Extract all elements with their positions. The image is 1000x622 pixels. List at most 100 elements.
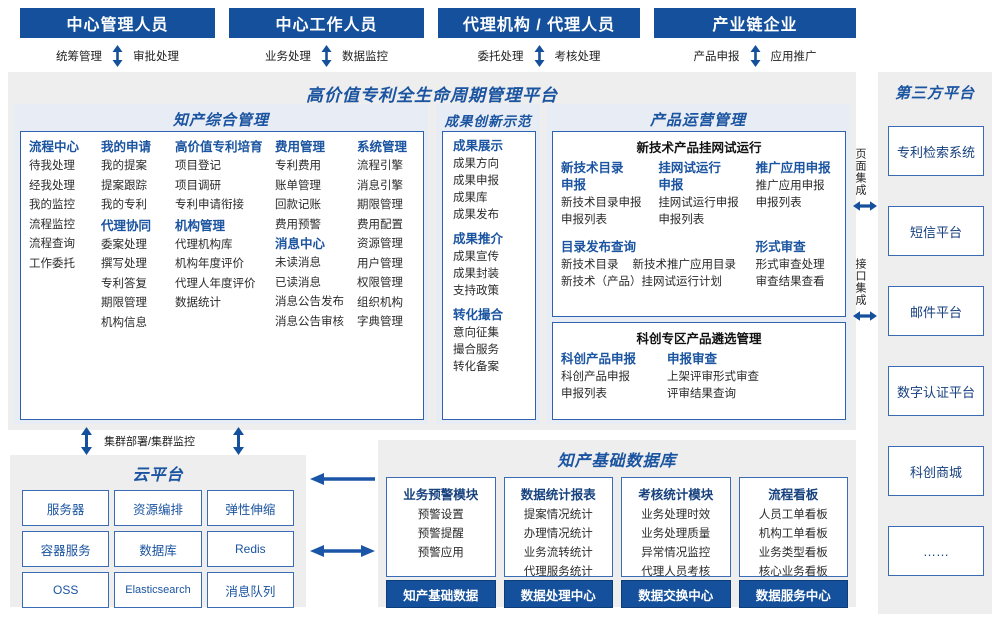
ip-item[interactable]: 期限管理 — [357, 199, 403, 211]
po-item[interactable]: 审查结果查看 — [755, 276, 825, 288]
achievement-item[interactable]: 成果封装 — [453, 268, 499, 280]
cloud-cell-oss[interactable]: OSS — [22, 572, 110, 608]
cloud-cell-server[interactable]: 服务器 — [22, 490, 110, 526]
ip-item[interactable]: 消息公告发布 — [275, 296, 344, 308]
db-column-foot[interactable]: 数据服务中心 — [738, 580, 848, 608]
db-item[interactable]: 机构工单看板 — [758, 528, 828, 540]
cloud-cell-orchestration[interactable]: 资源编排 — [114, 490, 202, 526]
ip-item[interactable]: 流程监控 — [29, 218, 75, 231]
db-column-foot[interactable]: 数据交换中心 — [621, 580, 731, 608]
ip-item[interactable]: 消息公告审核 — [275, 315, 344, 328]
ip-item[interactable]: 委案处理 — [101, 238, 147, 251]
ip-item[interactable]: 工作委托 — [29, 257, 75, 270]
achievement-item[interactable]: 成果发布 — [453, 209, 499, 221]
ip-item[interactable]: 消息引擎 — [357, 179, 403, 192]
db-item[interactable]: 业务处理时效 — [641, 509, 711, 521]
ip-item[interactable]: 账单管理 — [275, 179, 321, 192]
ip-item[interactable]: 我的提案 — [101, 160, 147, 172]
achievement-item[interactable]: 成果库 — [453, 192, 488, 204]
db-item[interactable]: 业务流转统计 — [523, 547, 593, 559]
cloud-cell-mq[interactable]: 消息队列 — [206, 572, 294, 608]
ip-item[interactable]: 机构年度评价 — [175, 258, 244, 270]
achievement-item[interactable]: 支持政策 — [453, 285, 499, 297]
cloud-cell-elasticsearch[interactable]: Elasticsearch — [114, 572, 202, 608]
sz-item[interactable]: 申报列表 — [561, 388, 607, 400]
po-item[interactable]: 挂网试运行申报 — [658, 197, 739, 209]
achievement-item[interactable]: 撮合服务 — [453, 344, 499, 356]
ip-item[interactable]: 资源管理 — [357, 238, 403, 250]
ip-item[interactable]: 代理人年度评价 — [175, 277, 256, 290]
db-item[interactable]: 业务处理质量 — [641, 528, 711, 540]
ip-item[interactable]: 期限管理 — [101, 297, 147, 309]
ip-item[interactable]: 数据统计 — [175, 297, 221, 309]
po-item[interactable]: 推广应用申报 — [755, 180, 825, 192]
po-item[interactable]: 申报列表 — [658, 214, 705, 226]
ip-item[interactable]: 待我处理 — [29, 160, 75, 172]
achievement-item[interactable]: 成果方向 — [453, 158, 499, 170]
db-item[interactable]: 提案情况统计 — [523, 509, 593, 521]
achievement-item[interactable]: 成果申报 — [453, 175, 499, 187]
po-item[interactable]: 新技术目录申报 — [561, 197, 642, 209]
db-column-foot[interactable]: 数据处理中心 — [503, 580, 613, 608]
db-item[interactable]: 办理情况统计 — [523, 528, 593, 540]
po-item[interactable]: 形式审查处理 — [755, 259, 825, 271]
ip-item[interactable]: 专利答复 — [101, 277, 147, 290]
ip-item[interactable]: 流程引擎 — [357, 160, 403, 172]
ip-item[interactable]: 项目调研 — [175, 179, 221, 192]
ip-item[interactable]: 代理机构库 — [175, 238, 233, 251]
ip-item[interactable]: 费用配置 — [357, 218, 403, 231]
db-item[interactable]: 预警应用 — [417, 547, 464, 559]
ip-item[interactable]: 我的专利 — [101, 199, 147, 211]
third-party-box-0[interactable]: 专利检索系统 — [888, 126, 984, 176]
db-item[interactable]: 核心业务看板 — [758, 566, 828, 578]
db-item[interactable]: 代理服务统计 — [523, 566, 593, 578]
db-item[interactable]: 预警提醒 — [417, 528, 464, 540]
third-party-box-4[interactable]: 科创商城 — [888, 446, 984, 496]
role-header-0[interactable]: 中心管理人员 — [20, 8, 215, 38]
ip-item[interactable]: 机构信息 — [101, 316, 147, 329]
ip-item[interactable]: 专利费用 — [275, 160, 321, 172]
db-item[interactable]: 人员工单看板 — [758, 509, 828, 521]
third-party-box-5[interactable]: …… — [888, 526, 984, 576]
po-item[interactable]: 新技术目录 — [561, 259, 619, 271]
db-item[interactable]: 预警设置 — [417, 509, 464, 521]
ip-item[interactable]: 提案跟踪 — [101, 179, 147, 192]
ip-item[interactable]: 用户管理 — [357, 257, 403, 270]
ip-item[interactable]: 回款记账 — [275, 199, 321, 211]
sz-item[interactable]: 科创产品申报 — [561, 371, 630, 383]
ip-item[interactable]: 我的监控 — [29, 199, 75, 211]
ip-item[interactable]: 字典管理 — [357, 316, 403, 328]
ip-item[interactable]: 项目登记 — [175, 160, 221, 172]
ip-item[interactable]: 已读消息 — [275, 276, 321, 289]
cloud-cell-redis[interactable]: Redis — [206, 531, 294, 567]
sz-item[interactable]: 上架评审形式审查 — [667, 371, 759, 383]
role-header-3[interactable]: 产业链企业 — [654, 8, 856, 38]
ip-item[interactable]: 流程查询 — [29, 238, 75, 250]
ip-item[interactable]: 权限管理 — [357, 277, 403, 289]
db-item[interactable]: 代理人员考核 — [641, 566, 711, 578]
achievement-item[interactable]: 成果宣传 — [453, 251, 499, 263]
third-party-box-1[interactable]: 短信平台 — [888, 206, 984, 256]
ip-item[interactable]: 费用预警 — [275, 218, 321, 231]
db-item[interactable]: 异常情况监控 — [641, 547, 711, 559]
third-party-box-3[interactable]: 数字认证平台 — [888, 366, 984, 416]
ip-item[interactable]: 撰写处理 — [101, 258, 147, 270]
cloud-cell-container[interactable]: 容器服务 — [22, 531, 110, 567]
role-header-1[interactable]: 中心工作人员 — [229, 8, 424, 38]
ip-item[interactable]: 专利申请衔接 — [175, 199, 244, 211]
role-header-2[interactable]: 代理机构 / 代理人员 — [438, 8, 640, 38]
third-party-box-2[interactable]: 邮件平台 — [888, 286, 984, 336]
sz-item[interactable]: 评审结果查询 — [667, 388, 736, 400]
po-item[interactable]: 申报列表 — [561, 214, 607, 226]
po-item[interactable]: 新技术（产品）挂网试运行计划 — [561, 276, 722, 288]
ip-item[interactable]: 未读消息 — [275, 257, 321, 269]
achievement-item[interactable]: 转化备案 — [453, 361, 499, 373]
cloud-cell-database[interactable]: 数据库 — [114, 531, 202, 567]
db-item[interactable]: 业务类型看板 — [758, 547, 828, 559]
po-item[interactable]: 申报列表 — [755, 197, 802, 209]
ip-item[interactable]: 经我处理 — [29, 179, 75, 192]
achievement-item[interactable]: 意向征集 — [453, 327, 499, 339]
cloud-cell-autoscaling[interactable]: 弹性伸缩 — [206, 490, 294, 526]
po-item[interactable]: 新技术推广应用目录 — [632, 259, 737, 271]
db-column-foot[interactable]: 知产基础数据 — [386, 580, 496, 608]
